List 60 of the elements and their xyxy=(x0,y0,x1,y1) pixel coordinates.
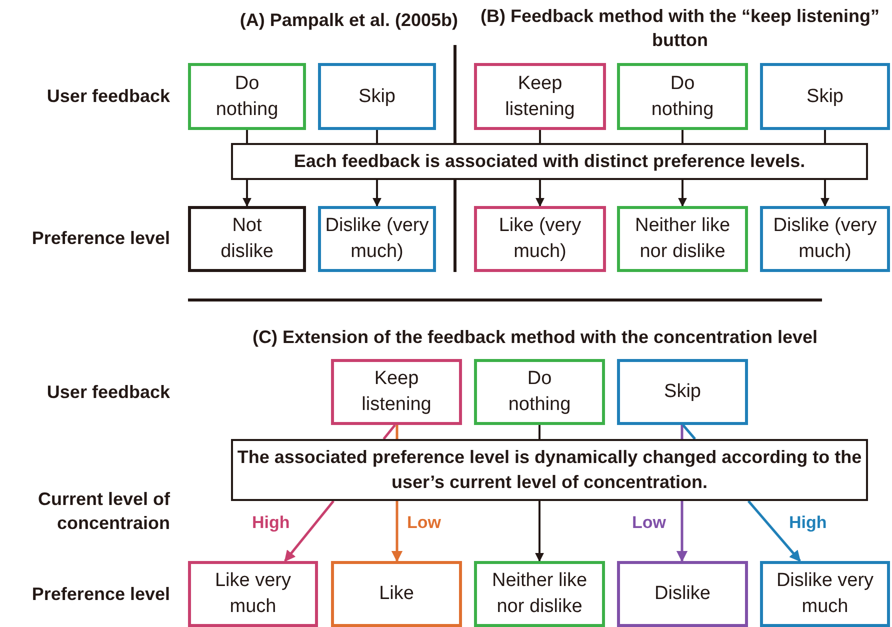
note-box xyxy=(231,143,868,180)
process-box xyxy=(474,63,606,130)
arrow xyxy=(242,180,252,207)
process-box xyxy=(318,206,436,272)
node-text: Dislike (very much) xyxy=(772,214,878,264)
arrow xyxy=(820,180,830,207)
process-box xyxy=(318,63,436,130)
process-box xyxy=(474,206,606,272)
process-box xyxy=(331,359,462,425)
node-text: Do nothing xyxy=(214,72,280,122)
process-box xyxy=(474,359,605,425)
arrow xyxy=(284,500,334,562)
node-text: Each feedback is associated with distinct preference levels. xyxy=(294,150,806,173)
node-text: Dislike very much xyxy=(775,569,875,619)
node-text: Skip xyxy=(806,84,844,108)
arrow xyxy=(372,180,382,207)
row-label: User feedback xyxy=(46,85,170,108)
panel-title: (A) Pampalk et al. (2005b) xyxy=(238,9,458,32)
node-text: Keep listening xyxy=(360,367,432,417)
process-box xyxy=(617,206,748,272)
node-text: Like very much xyxy=(214,569,292,619)
node-text: Skip xyxy=(358,84,396,108)
process-box xyxy=(760,206,890,272)
edge-label: High xyxy=(250,513,292,533)
node-text: The associated preference level is dynamically changed according to the user’s current level of concentration. xyxy=(237,446,862,494)
node-text: Not dislike xyxy=(220,214,274,264)
process-box xyxy=(617,561,748,627)
node-text: Keep listening xyxy=(504,72,576,122)
process-box xyxy=(617,359,748,425)
arrow xyxy=(678,180,687,207)
node-text: Like (very much) xyxy=(498,214,582,264)
note-box xyxy=(231,439,868,501)
process-box xyxy=(474,561,605,627)
node-text: Dislike xyxy=(654,582,710,606)
node-text: Like xyxy=(379,582,414,606)
row-label: Current level of concentraion xyxy=(36,488,170,535)
node-text: Do nothing xyxy=(650,72,715,122)
edge-label: High xyxy=(787,513,829,533)
arrow xyxy=(536,180,544,207)
row-label: Preference level xyxy=(30,227,170,250)
node-text: Skip xyxy=(664,380,701,404)
process-box xyxy=(188,561,318,627)
process-box xyxy=(617,63,748,130)
node-text: Neither like nor dislike xyxy=(634,214,732,264)
row-label: User feedback xyxy=(46,381,170,404)
row-label: Preference level xyxy=(30,583,170,606)
arrow xyxy=(535,501,544,562)
process-box xyxy=(760,63,890,130)
arrow xyxy=(676,501,688,562)
process-box xyxy=(331,561,462,627)
process-box xyxy=(188,63,306,130)
node-text: Dislike (very much) xyxy=(325,214,429,264)
node-text: Do nothing xyxy=(507,367,572,417)
process-box xyxy=(188,206,306,272)
panel-title: (C) Extension of the feedback method with the concentration level xyxy=(251,326,819,349)
arrow xyxy=(391,501,403,562)
node-text: Neither like nor dislike xyxy=(490,569,588,619)
process-box xyxy=(760,561,890,627)
arrow xyxy=(747,500,801,562)
panel-title: (B) Feedback method with the “keep listening” button xyxy=(479,5,881,52)
